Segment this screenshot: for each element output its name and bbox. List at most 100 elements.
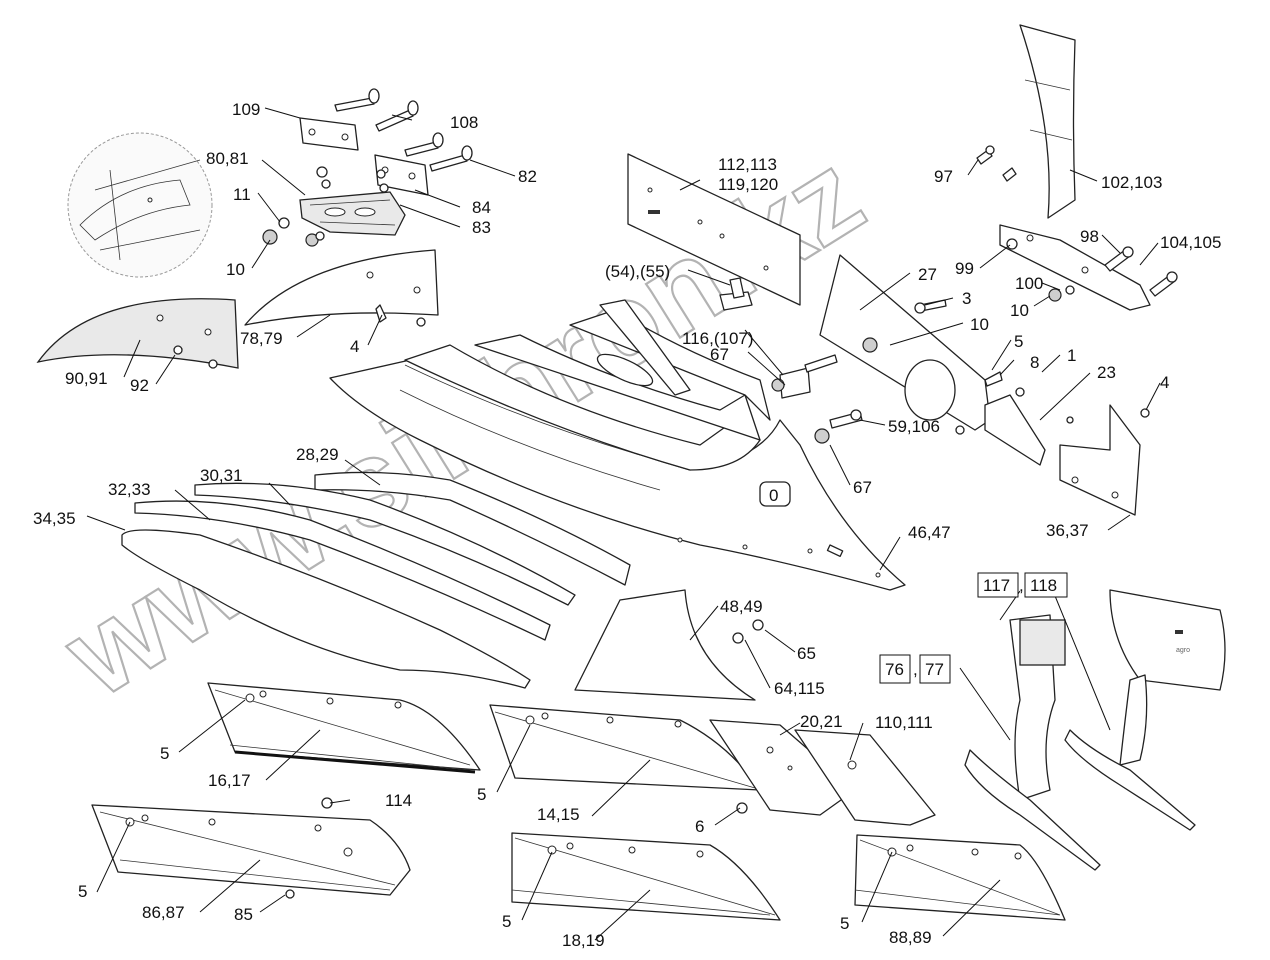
label-16-17: 16,17 bbox=[208, 771, 251, 790]
label-90-91: 90,91 bbox=[65, 369, 108, 388]
strip-30-31 bbox=[194, 482, 576, 606]
label-10: 10 bbox=[970, 315, 989, 334]
label-30-31: 30,31 bbox=[200, 466, 243, 485]
shin-90-91 bbox=[36, 298, 239, 369]
label-64-115: 64,115 bbox=[774, 679, 825, 698]
bolt-54-55 bbox=[719, 277, 753, 311]
strip-34-35 bbox=[121, 529, 531, 689]
mouldboard-frame: 0 bbox=[329, 299, 906, 591]
label-109: 109 bbox=[232, 100, 260, 119]
label-80-81: 80,81 bbox=[206, 149, 249, 168]
tine-117-118: agro bbox=[1064, 589, 1226, 831]
label-32-33: 32,33 bbox=[108, 480, 151, 499]
label-100: 100 bbox=[1015, 274, 1043, 293]
svg-text:agro: agro bbox=[1176, 647, 1190, 654]
label-10: 10 bbox=[226, 260, 245, 279]
label-92: 92 bbox=[130, 376, 149, 395]
share-86-87 bbox=[91, 797, 411, 899]
label-88-89: 88,89 bbox=[889, 928, 932, 947]
bracket-80-81-83 bbox=[299, 166, 406, 236]
label-box-76 bbox=[879, 654, 911, 684]
tine-76-77 bbox=[964, 614, 1101, 871]
plate-27 bbox=[819, 254, 991, 431]
label-67: 67 bbox=[710, 345, 729, 364]
bolts-116-67 bbox=[771, 354, 965, 444]
plate-36-37 bbox=[1059, 404, 1150, 516]
label-59-106: 59,106 bbox=[888, 417, 940, 436]
svg-text:0: 0 bbox=[769, 486, 778, 505]
label-76: 76 bbox=[885, 660, 904, 679]
label-67: 67 bbox=[853, 478, 872, 497]
label-5: 5 bbox=[502, 912, 511, 931]
label-118: 118 bbox=[1030, 576, 1057, 595]
label-5: 5 bbox=[78, 882, 87, 901]
bolts-108 bbox=[334, 88, 419, 132]
label-102-103: 102,103 bbox=[1101, 173, 1162, 192]
plate-112-113 bbox=[627, 153, 801, 306]
plate-48-49 bbox=[574, 589, 764, 701]
label-82: 82 bbox=[518, 167, 537, 186]
callout-labels: 109 108 82 80,81 84 11 83 10 78,79 4 90,… bbox=[33, 100, 1221, 950]
label-98: 98 bbox=[1080, 227, 1099, 246]
label-54-55: (54),(55) bbox=[605, 262, 670, 281]
label-box-117 bbox=[977, 572, 1019, 598]
tip-110-111 bbox=[794, 729, 936, 826]
label-119-120: 119,120 bbox=[718, 175, 778, 194]
label-28-29: 28,29 bbox=[296, 445, 339, 464]
tip-20-21 bbox=[709, 719, 856, 816]
label-18-19: 18,19 bbox=[562, 931, 605, 950]
label-4: 4 bbox=[350, 337, 359, 356]
label-65: 65 bbox=[797, 644, 816, 663]
share-88-89 bbox=[854, 834, 1066, 921]
plate-23 bbox=[984, 387, 1046, 466]
label-114: 114 bbox=[385, 791, 412, 810]
bracket-98-104 bbox=[999, 224, 1178, 311]
nuts-10-11 bbox=[262, 217, 325, 247]
label-83: 83 bbox=[472, 218, 491, 237]
label-20-21: 20,21 bbox=[800, 712, 843, 731]
label-48-49: 48,49 bbox=[720, 597, 763, 616]
label-84: 84 bbox=[472, 198, 491, 217]
label-23: 23 bbox=[1097, 363, 1116, 382]
strip-32-33 bbox=[134, 500, 551, 641]
label-97: 97 bbox=[934, 167, 953, 186]
label-6: 6 bbox=[695, 817, 704, 836]
label-4: 4 bbox=[1160, 373, 1169, 392]
label-10: 10 bbox=[1010, 301, 1029, 320]
shin-78-79 bbox=[244, 249, 439, 327]
label-box-118 bbox=[1024, 572, 1068, 598]
leader-lines bbox=[86, 107, 1161, 941]
bolts-3-10 bbox=[862, 285, 1075, 387]
label-11: 11 bbox=[233, 185, 251, 204]
share-16-17 bbox=[207, 682, 481, 774]
label-5: 5 bbox=[160, 744, 169, 763]
label-86-87: 86,87 bbox=[142, 903, 185, 922]
label-112-113: 112,113 bbox=[718, 155, 777, 174]
label-14-15: 14,15 bbox=[537, 805, 580, 824]
label-5: 5 bbox=[1014, 332, 1023, 351]
label-99: 99 bbox=[955, 259, 974, 278]
label-1: 1 bbox=[1067, 346, 1076, 365]
bolts-97 bbox=[976, 145, 1017, 182]
label-5: 5 bbox=[477, 785, 486, 804]
label-36-37: 36,37 bbox=[1046, 521, 1089, 540]
plate-109 bbox=[299, 117, 359, 151]
inset-detail-circle bbox=[67, 132, 213, 278]
label-117: 117 bbox=[983, 576, 1010, 595]
label-34-35: 34,35 bbox=[33, 509, 76, 528]
bolts-82 bbox=[404, 132, 473, 172]
label-comma: , bbox=[1019, 576, 1024, 595]
label-46-47: 46,47 bbox=[908, 523, 951, 542]
share-14-15 bbox=[489, 704, 761, 791]
label-3: 3 bbox=[962, 289, 971, 308]
label-27: 27 bbox=[918, 265, 937, 284]
landside-102-103 bbox=[1019, 24, 1076, 219]
label-77: 77 bbox=[925, 660, 944, 679]
label-box-77 bbox=[919, 654, 951, 684]
label-comma: , bbox=[913, 660, 918, 679]
label-116-107: 116,(107) bbox=[682, 329, 754, 348]
label-108: 108 bbox=[450, 113, 478, 132]
strip-28-29 bbox=[314, 471, 631, 586]
label-78-79: 78,79 bbox=[240, 329, 283, 348]
